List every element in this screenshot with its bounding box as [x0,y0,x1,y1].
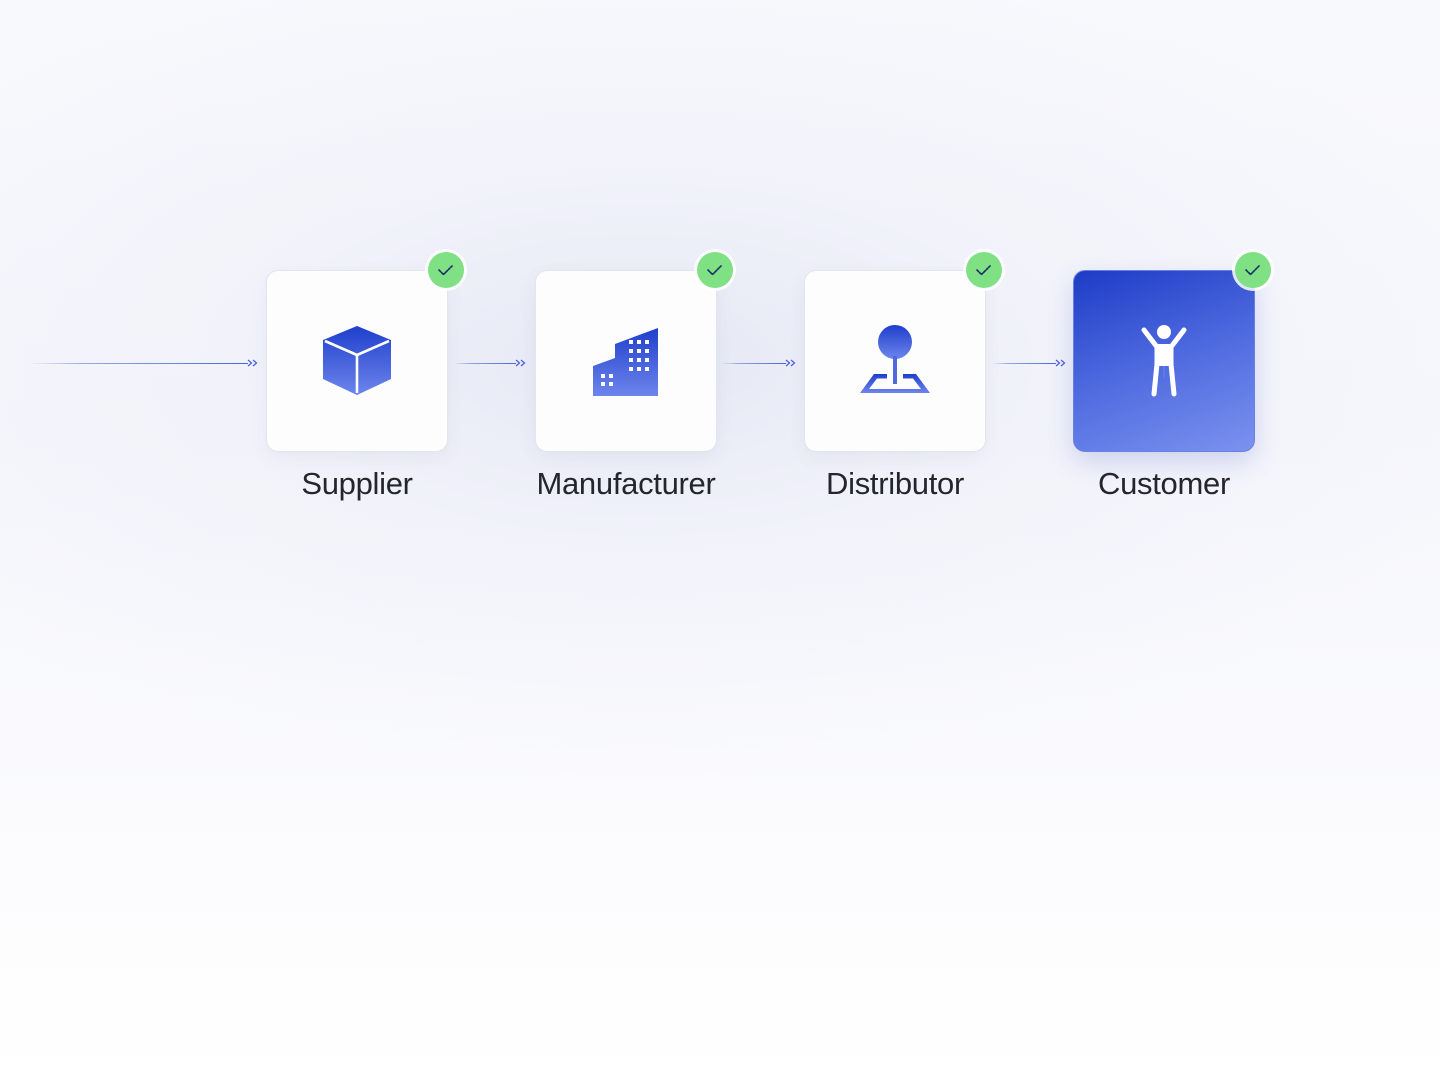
flow-connector-incoming [28,359,260,367]
flow-connector-1 [454,359,528,367]
check-icon [1245,264,1261,276]
flow-connector-3 [992,359,1068,367]
check-badge [966,252,1002,288]
building-icon [591,324,661,398]
map-pin-icon [858,324,932,398]
step-label: Supplier [301,466,413,501]
person-icon [1139,324,1189,398]
step-label: Manufacturer [536,466,716,501]
step-card-active[interactable] [1073,270,1255,452]
step-label: Customer [1098,466,1230,501]
check-icon [438,264,454,276]
step-card[interactable] [535,270,717,452]
check-icon [976,264,992,276]
check-badge [1235,252,1271,288]
connector-line [28,363,248,364]
step-card[interactable] [804,270,986,452]
check-badge [697,252,733,288]
connector-line [722,363,786,364]
step-label: Distributor [826,466,964,501]
double-chevron-icon [785,359,796,367]
check-badge [428,252,464,288]
connector-line [454,363,516,364]
connector-line [992,363,1056,364]
check-icon [707,264,723,276]
double-chevron-icon [515,359,526,367]
box-icon [320,324,394,398]
double-chevron-icon [1055,359,1066,367]
double-chevron-icon [247,359,258,367]
flow-connector-2 [722,359,798,367]
step-card[interactable] [266,270,448,452]
